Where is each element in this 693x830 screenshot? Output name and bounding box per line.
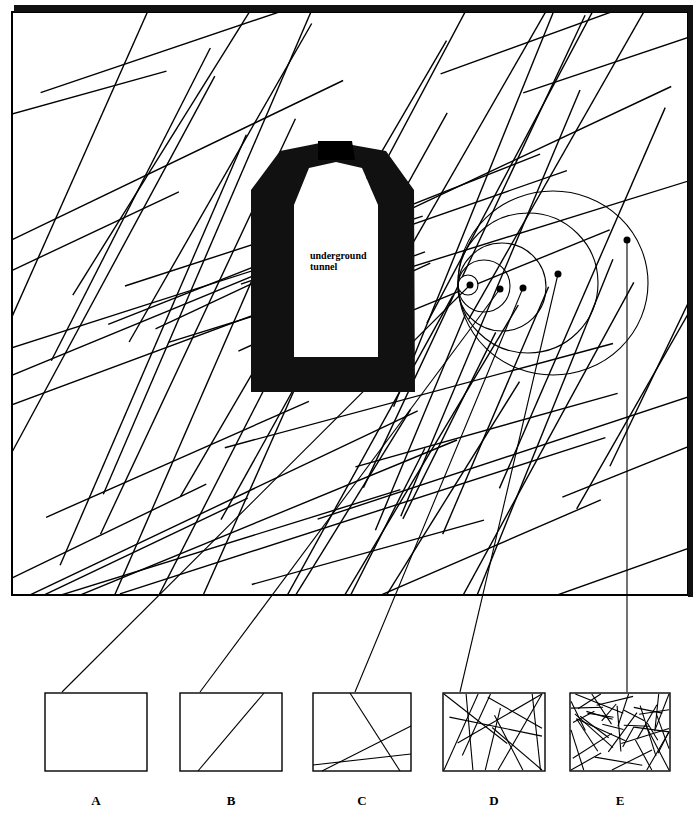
joint-line: [577, 74, 688, 509]
joint-line: [634, 707, 663, 713]
tunnel-lining: underground tunnel: [250, 140, 416, 393]
joint-line: [120, 438, 606, 594]
joint-line: [602, 724, 623, 729]
joint-line: [610, 281, 688, 467]
joint-line: [571, 753, 601, 770]
joint-line: [466, 694, 473, 770]
joint-line: [46, 401, 309, 517]
joint-line: [449, 717, 542, 736]
joint-line: [198, 693, 264, 771]
joint-line: [60, 135, 246, 566]
joint-line: [523, 12, 688, 93]
joint-line: [12, 440, 457, 595]
tunnel-label: underground tunnel: [310, 250, 376, 272]
joint-line: [394, 12, 564, 407]
joint-line: [624, 725, 649, 726]
joint-line: [469, 12, 683, 319]
sample-letter: B: [227, 793, 236, 809]
sample-square: D: [443, 693, 545, 771]
joint-line: [169, 180, 689, 342]
joint-line: [576, 719, 625, 741]
joint-line: [180, 41, 446, 497]
joint-line: [634, 727, 669, 732]
sample-letter: E: [616, 793, 625, 809]
joint-line: [12, 484, 206, 595]
joint-line: [571, 707, 603, 709]
sample-letter: D: [489, 793, 498, 809]
joint-line: [313, 754, 411, 765]
sample-square: A: [45, 693, 147, 771]
joint-line: [12, 490, 400, 595]
joint-line: [298, 448, 425, 595]
sample-square: C: [313, 693, 411, 771]
sample-letter: A: [91, 793, 100, 809]
joint-line: [12, 192, 179, 332]
joint-line: [57, 225, 276, 595]
joint-line: [336, 500, 601, 595]
sample-centres: [467, 237, 631, 293]
joint-line: [419, 259, 613, 595]
joint-line: [608, 713, 637, 752]
joint-line: [427, 12, 593, 323]
joint-line: [41, 12, 443, 93]
joint-line: [624, 710, 645, 721]
joint-line: [618, 694, 629, 726]
joint-line: [562, 437, 688, 497]
sample-square: E: [570, 693, 670, 771]
joint-line: [621, 729, 669, 744]
joint-line: [495, 715, 523, 770]
top-edge: [14, 5, 690, 12]
joint-line: [322, 726, 411, 771]
sample-square: B: [180, 693, 282, 771]
joint-line: [571, 730, 584, 770]
sample-squares: [45, 693, 670, 771]
joint-line: [639, 710, 669, 715]
joint-line: [580, 716, 609, 738]
joint-line: [403, 332, 496, 519]
joint-line: [635, 740, 651, 770]
joint-line: [586, 711, 612, 719]
joint-line: [575, 694, 623, 713]
joint-line: [350, 693, 400, 771]
sample-circles: [458, 191, 648, 375]
joint-line: [595, 757, 643, 765]
sample-letter: C: [357, 793, 366, 809]
joint-line: [573, 733, 612, 758]
sample-joints: [198, 693, 669, 771]
joint-line: [12, 71, 166, 126]
side-edge: [688, 5, 693, 597]
joint-line: [492, 728, 542, 771]
joint-line: [578, 694, 601, 709]
joint-line: [532, 694, 540, 770]
joint-line: [318, 373, 688, 519]
joint-line: [12, 498, 248, 595]
joint-line: [349, 382, 520, 595]
joint-line: [623, 727, 634, 747]
joint-line: [575, 714, 613, 748]
joint-line: [485, 708, 500, 770]
fracture-lines: [12, 12, 688, 595]
